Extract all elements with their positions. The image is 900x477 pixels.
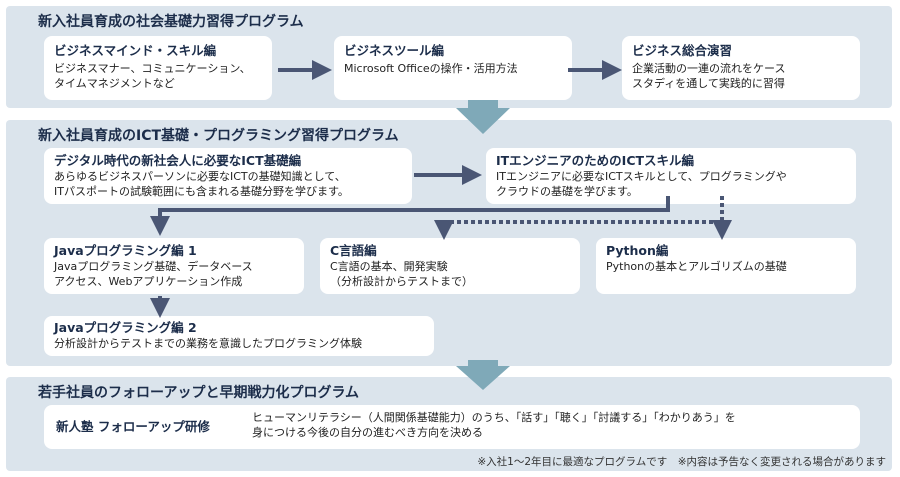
box-desc-line: （分析設計からテストまで） bbox=[330, 275, 473, 288]
box-title: ITエンジニアのためのICTスキル編 bbox=[496, 153, 695, 168]
box-desc-line: Pythonの基本とアルゴリズムの基礎 bbox=[606, 260, 787, 273]
box-desc-line: 身につける今後の自分の進むべき方向を決める bbox=[252, 426, 483, 439]
box-title: デジタル時代の新社会人に必要なICT基礎編 bbox=[54, 153, 302, 168]
section-title: 若手社員のフォローアップと早期戦力化プログラム bbox=[38, 385, 360, 401]
box-title: 新人塾 フォローアップ研修 bbox=[56, 419, 210, 434]
box-java-1: Javaプログラミング編 1 Javaプログラミング基礎、データベースアクセス、… bbox=[44, 238, 304, 294]
section-title: 新入社員育成の社会基礎力習得プログラム bbox=[38, 14, 304, 30]
box-title: ビジネスマインド・スキル編 bbox=[54, 43, 217, 58]
box-title: ビジネス総合演習 bbox=[632, 43, 733, 58]
box-desc-line: タイムマネジメントなど bbox=[54, 77, 175, 90]
box-title: C言語編 bbox=[330, 243, 377, 258]
box-followup-training: 新人塾 フォローアップ研修 ヒューマンリテラシー（人間関係基礎能力）のうち、「話… bbox=[44, 405, 860, 449]
box-desc-line: Javaプログラミング基礎、データベース bbox=[54, 260, 253, 273]
box-title: Python編 bbox=[606, 243, 669, 258]
box-c-language: C言語編 C言語の基本、開発実験 （分析設計からテストまで） bbox=[320, 238, 580, 294]
box-title: ビジネスツール編 bbox=[344, 43, 445, 58]
box-business-exercise: ビジネス総合演習 企業活動の一連の流れをケーススタディを通して実践的に習得 bbox=[622, 36, 860, 100]
box-desc-line: ITパスポートの試験範囲にも含まれる基礎分野を学びます。 bbox=[54, 185, 349, 198]
box-desc-line: ビジネスマナー、コミュニケーション、 bbox=[54, 62, 251, 75]
box-desc-line: 企業活動の一連の流れをケース bbox=[632, 62, 786, 75]
box-desc-line: クラウドの基礎を学びます。 bbox=[496, 185, 638, 198]
box-ict-basics: デジタル時代の新社会人に必要なICT基礎編 あらゆるビジネスパーソンに必要なIC… bbox=[44, 148, 412, 204]
box-desc-line: 分析設計からテストまでの業務を意識したプログラミング体験 bbox=[54, 337, 362, 350]
box-desc-line: ヒューマンリテラシー（人間関係基礎能力）のうち、「話す」「聴く」「討議する」「わ… bbox=[252, 411, 736, 424]
box-title: Javaプログラミング編 1 bbox=[54, 243, 197, 258]
section-title: 新入社員育成のICT基礎・プログラミング習得プログラム bbox=[38, 128, 399, 144]
box-python: Python編 Pythonの基本とアルゴリズムの基礎 bbox=[596, 238, 856, 294]
footnote: ※入社1〜2年目に最適なプログラムです ※内容は予告なく変更される場合があります bbox=[477, 456, 886, 468]
box-java-2: Javaプログラミング編 2 分析設計からテストまでの業務を意識したプログラミン… bbox=[44, 316, 434, 356]
box-desc-line: スタディを通して実践的に習得 bbox=[632, 77, 785, 90]
box-desc-line: ITエンジニアに必要なICTスキルとして、プログラミングや bbox=[496, 170, 787, 183]
box-it-engineer: ITエンジニアのためのICTスキル編 ITエンジニアに必要なICTスキルとして、… bbox=[486, 148, 856, 204]
box-desc-line: あらゆるビジネスパーソンに必要なICTの基礎知識として、 bbox=[54, 170, 346, 183]
box-title: Javaプログラミング編 2 bbox=[54, 320, 197, 335]
box-business-tools: ビジネスツール編 Microsoft Officeの操作・活用方法 bbox=[334, 36, 572, 100]
box-desc-line: Microsoft Officeの操作・活用方法 bbox=[344, 62, 518, 75]
box-business-mind: ビジネスマインド・スキル編 ビジネスマナー、コミュニケーション、タイムマネジメン… bbox=[44, 36, 272, 100]
box-desc-line: アクセス、Webアプリケーション作成 bbox=[54, 275, 243, 288]
box-desc-line: C言語の基本、開発実験 bbox=[330, 260, 448, 273]
